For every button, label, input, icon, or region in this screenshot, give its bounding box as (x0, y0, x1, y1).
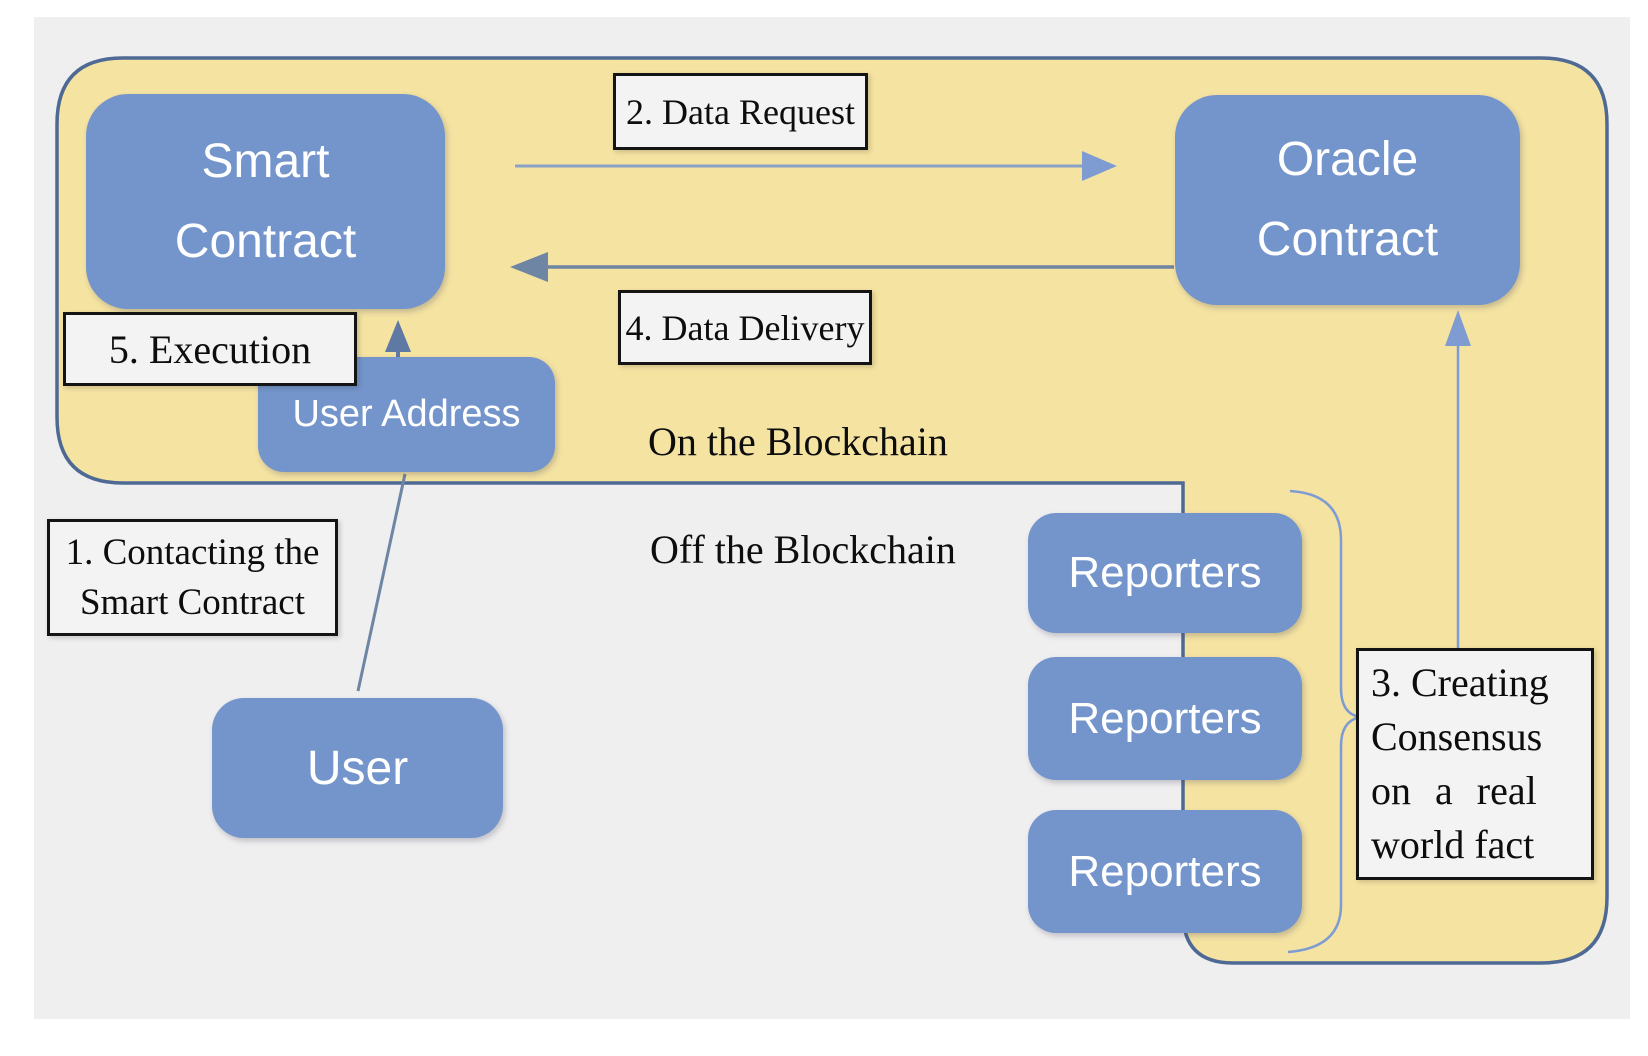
step4-data-delivery-label: 4. Data Delivery (618, 290, 872, 365)
step5-text: 5. Execution (108, 326, 312, 372)
user-node: User (212, 698, 503, 838)
user-address-label: User Address (292, 393, 521, 435)
oracle-contract-label-line1: Oracle (1276, 133, 1419, 186)
step3-text-line2: Consensus (1371, 714, 1543, 759)
step3-consensus-label: 3. Creating Consensus on a real world fa… (1356, 648, 1594, 880)
oracle-contract-node: Oracle Contract (1175, 95, 1520, 305)
reporters-node-1: Reporters (1028, 513, 1302, 633)
step1-contacting-label: 1. Contacting the Smart Contract (47, 519, 338, 636)
reporters-node-2: Reporters (1028, 657, 1302, 780)
on-blockchain-caption: On the Blockchain (648, 419, 948, 464)
step3-text-line4: world fact (1371, 822, 1535, 867)
smart-contract-label-line1: Smart (201, 134, 330, 188)
step4-text: 4. Data Delivery (625, 307, 865, 348)
oracle-contract-label-line2: Contract (1256, 213, 1439, 266)
smart-contract-label-line2: Contract (174, 214, 357, 268)
user-label: User (306, 741, 409, 795)
user-address-node: User Address (258, 357, 555, 472)
step5-execution-label: 5. Execution (63, 312, 357, 386)
reporters-label-1: Reporters (1068, 548, 1262, 597)
reporters-label-3: Reporters (1068, 846, 1262, 896)
reporters-label-2: Reporters (1068, 693, 1262, 743)
user-connector-line (356, 473, 407, 692)
step1-text-line2: Smart Contract (79, 581, 306, 623)
step2-text: 2. Data Request (626, 91, 855, 132)
smart-contract-node: Smart Contract (86, 94, 445, 309)
consensus-arrow-icon (1445, 310, 1471, 648)
data-request-arrow-icon (515, 151, 1117, 181)
data-delivery-arrow-icon (510, 252, 1174, 282)
step3-text-line3: on a real (1371, 768, 1537, 813)
step3-text-line1: 3. Creating (1371, 660, 1549, 705)
execution-arrow-icon (385, 320, 411, 358)
step2-data-request-label: 2. Data Request (613, 73, 868, 150)
off-blockchain-caption: Off the Blockchain (650, 527, 956, 572)
reporters-node-3: Reporters (1028, 810, 1302, 933)
step1-text-line1: 1. Contacting the (65, 531, 320, 573)
